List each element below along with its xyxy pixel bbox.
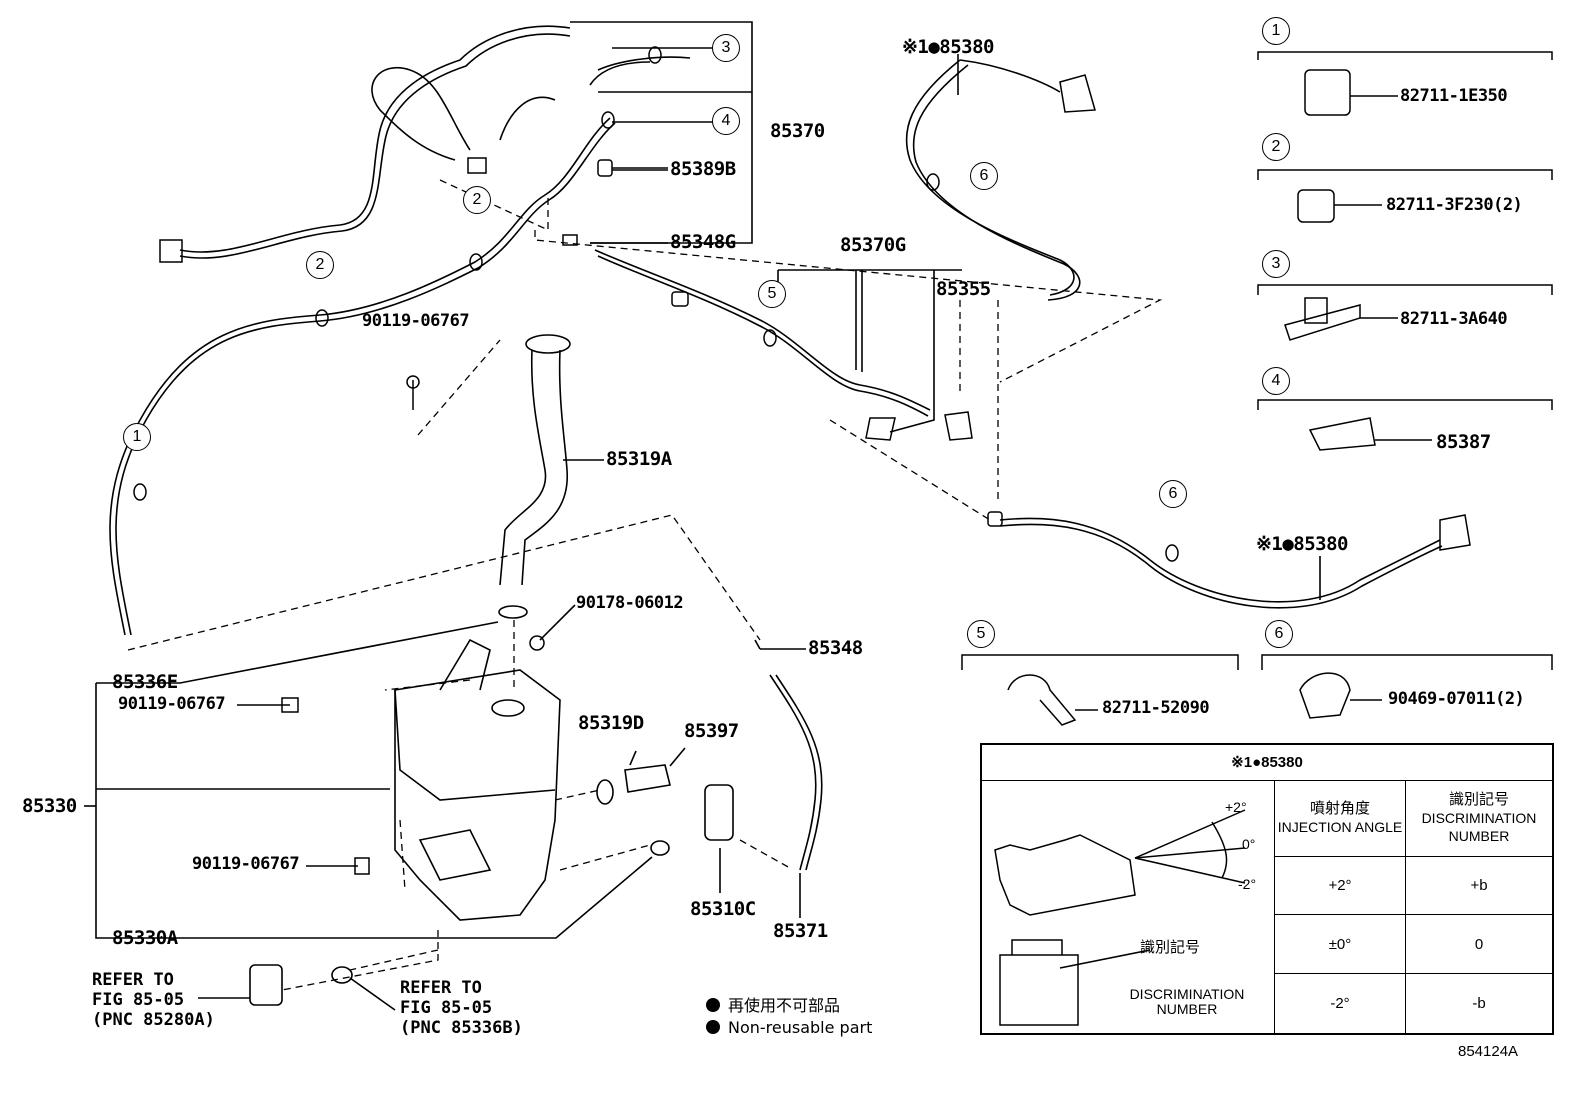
washer-hose-center bbox=[594, 249, 931, 411]
part-90119-06767-lower: 90119-06767 bbox=[192, 854, 300, 874]
col1-en: INJECTION ANGLE bbox=[1277, 819, 1403, 835]
inset-callout-4: 4 bbox=[1262, 367, 1290, 395]
inset-callout-2: 2 bbox=[1262, 133, 1290, 161]
legend-jp: 再使用不可部品 bbox=[706, 992, 840, 1016]
table-row-number: +b bbox=[1405, 855, 1554, 916]
callout-2: 2 bbox=[306, 251, 334, 279]
callout-4: 4 bbox=[712, 107, 740, 135]
washer-hose-left bbox=[109, 117, 611, 636]
legend-en: Non-reusable part bbox=[706, 1018, 872, 1037]
inset-part-5: 82711-52090 bbox=[1102, 698, 1210, 718]
table-row-number: -b bbox=[1405, 973, 1554, 1035]
inset-callout-5: 5 bbox=[967, 620, 995, 648]
part-85319a: 85319A bbox=[606, 448, 672, 470]
callout-1: 1 bbox=[123, 423, 151, 451]
inset-part-3: 82711-3A640 bbox=[1400, 309, 1508, 329]
col-injection-angle: 噴射角度 INJECTION ANGLE bbox=[1274, 779, 1406, 857]
mark-label-en: DISCRIMINATION NUMBER bbox=[1129, 986, 1245, 1017]
part-85370: 85370 bbox=[770, 120, 825, 142]
col2-jp: 識別記号 bbox=[1448, 791, 1509, 808]
part-85370g: 85370G bbox=[840, 234, 906, 256]
part-85330a: 85330A bbox=[112, 927, 178, 949]
mark-label-jp: 識別記号 bbox=[1140, 939, 1201, 956]
non-reusable-dot-icon bbox=[706, 1020, 720, 1034]
table-title: ※1●85380 bbox=[980, 743, 1554, 781]
nozzle-illustration-cell bbox=[980, 779, 1275, 1035]
col-discrimination-number: 識別記号 DISCRIMINATION NUMBER bbox=[1405, 779, 1554, 857]
part-85355: 85355 bbox=[936, 278, 991, 300]
col2-en: DISCRIMINATION NUMBER bbox=[1421, 810, 1537, 844]
part-85389b: 85389B bbox=[670, 158, 736, 180]
part-90178-06012: 90178-06012 bbox=[576, 593, 684, 613]
angle-bot-label: -2° bbox=[1238, 876, 1257, 892]
filler-neck bbox=[499, 349, 547, 586]
injection-angle-table: ※1●85380 噴射角度 INJECTION ANGLE 識別記号 DISCR… bbox=[980, 743, 1554, 1035]
inset-part-2: 82711-3F230(2) bbox=[1386, 195, 1523, 215]
callout-3: 3 bbox=[712, 34, 740, 62]
callout-6: 6 bbox=[1159, 480, 1187, 508]
legend-jp-text: 再使用不可部品 bbox=[728, 996, 841, 1015]
table-row-number: 0 bbox=[1405, 914, 1554, 975]
part-85336e: 85336E bbox=[112, 671, 178, 693]
col1-jp: 噴射角度 bbox=[1309, 800, 1370, 817]
callout-5: 5 bbox=[758, 280, 786, 308]
angle-top-label: +2° bbox=[1225, 799, 1247, 815]
washer-pump bbox=[704, 784, 734, 841]
non-reusable-dot-icon bbox=[706, 998, 720, 1012]
part-85371: 85371 bbox=[773, 920, 828, 942]
part-85380-lower: ※1●85380 bbox=[1256, 533, 1349, 555]
inset-part-1: 82711-1E350 bbox=[1400, 86, 1508, 106]
inset-part-6: 90469-07011(2) bbox=[1388, 689, 1525, 709]
part-85380-upper: ※1●85380 bbox=[902, 36, 995, 58]
callout-6: 6 bbox=[970, 162, 998, 190]
part-85348g: 85348G bbox=[670, 231, 736, 253]
table-row-angle: +2° bbox=[1274, 855, 1406, 916]
angle-mid-label: 0° bbox=[1242, 836, 1256, 852]
callout-2: 2 bbox=[463, 186, 491, 214]
part-85397: 85397 bbox=[684, 720, 739, 742]
part-85348: 85348 bbox=[808, 637, 863, 659]
inset-part-4: 85387 bbox=[1436, 431, 1491, 453]
part-85319d: 85319D bbox=[578, 712, 644, 734]
reference-note-grommet: REFER TO FIG 85-05 (PNC 85336B) bbox=[400, 978, 523, 1038]
inset-callout-3: 3 bbox=[1262, 250, 1290, 278]
figure-id: 854124A bbox=[1458, 1043, 1519, 1060]
table-row-angle: -2° bbox=[1274, 973, 1406, 1035]
part-85310c: 85310C bbox=[690, 898, 756, 920]
washer-tank bbox=[394, 669, 561, 921]
inset-callout-6: 6 bbox=[1265, 620, 1293, 648]
reference-note-pump: REFER TO FIG 85-05 (PNC 85280A) bbox=[92, 970, 215, 1030]
part-90119-06767-upper: 90119-06767 bbox=[362, 311, 470, 331]
part-85330: 85330 bbox=[22, 795, 77, 817]
part-90119-06767-middle: 90119-06767 bbox=[118, 694, 226, 714]
legend-en-text: Non-reusable part bbox=[728, 1018, 873, 1037]
inset-callout-1: 1 bbox=[1262, 17, 1290, 45]
wire-harness bbox=[179, 25, 571, 253]
table-row-angle: ±0° bbox=[1274, 914, 1406, 975]
